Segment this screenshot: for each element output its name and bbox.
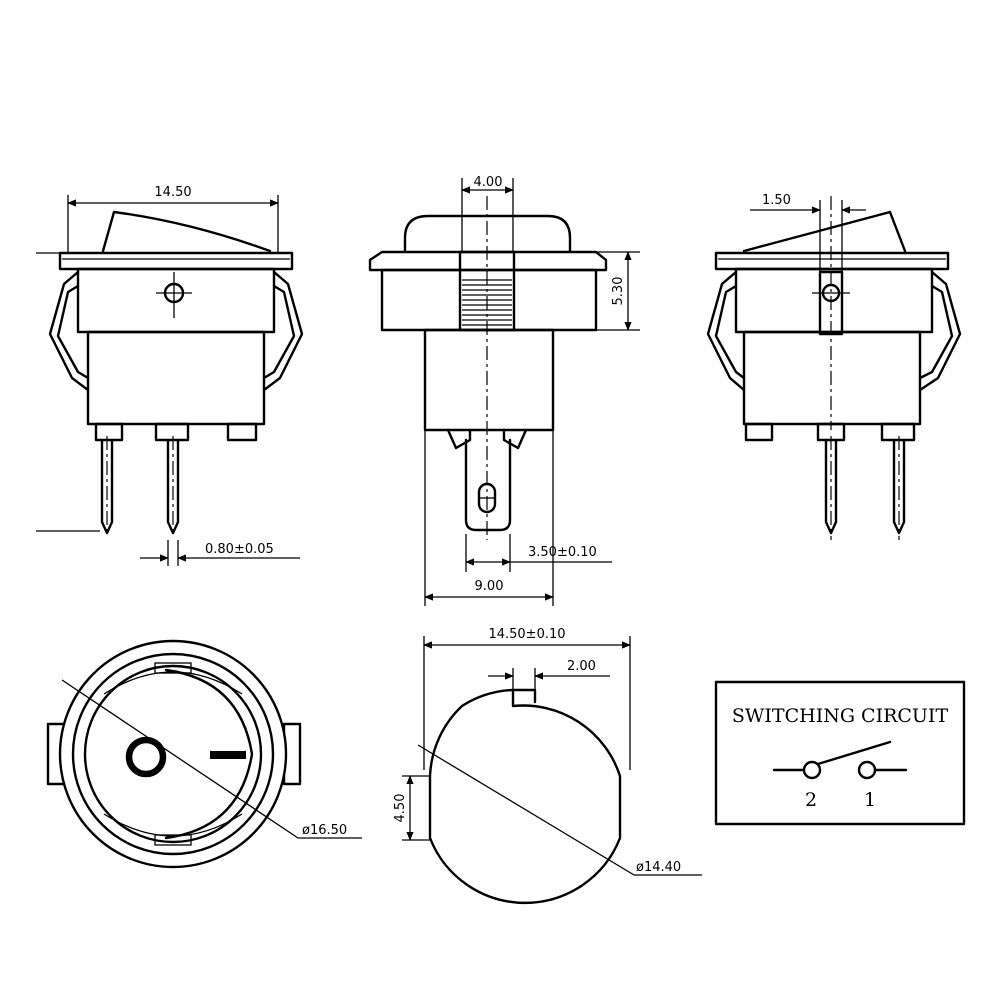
on-symbol-icon: [210, 751, 246, 759]
right-pin-left: [824, 438, 838, 535]
right-flange: [714, 251, 950, 271]
dim-cutout-diameter: ø14.40: [636, 860, 681, 875]
dim-base-width: 9.00: [475, 579, 504, 594]
side-flange: [368, 250, 608, 272]
dim-cutout-width: 14.50±0.10: [488, 627, 565, 642]
cutout-outline: [428, 688, 622, 905]
circuit-frame: [714, 680, 966, 826]
off-symbol-icon: [125, 736, 167, 778]
front-pin-right: [166, 438, 180, 535]
dim-right-offset: 1.50: [762, 193, 791, 208]
dim-bezel-diameter: ø16.50: [302, 823, 347, 838]
circuit-title: SWITCHING CIRCUIT: [732, 705, 949, 727]
right-lower-body: [742, 330, 922, 426]
front-clip-right: [262, 270, 304, 392]
front-flange: [58, 251, 294, 271]
dim-tab-width: 3.50±0.10: [528, 545, 597, 560]
dim-side-height: 5.30: [611, 277, 626, 306]
terminal-1-label: 1: [864, 789, 876, 811]
front-pin-left: [100, 438, 114, 535]
dim-key-width: 2.00: [567, 659, 596, 674]
front-upper-body: [76, 267, 276, 334]
right-rocker: [742, 210, 907, 253]
panel-cutout-view: ø14.40 14.50±0.10 2.00 4.50: [393, 627, 702, 905]
front-view: 14.50 0.80±0.05: [36, 185, 304, 566]
side-tab-terminal: [464, 438, 512, 532]
dim-front-width: 14.50: [154, 185, 191, 200]
front-lower-body: [86, 330, 266, 426]
front-rocker: [101, 210, 272, 253]
dim-flat-height: 4.50: [393, 794, 408, 823]
front-clip-left: [48, 270, 90, 392]
right-view: 1.50: [706, 193, 962, 540]
switching-circuit-box: SWITCHING CIRCUIT 2 1: [714, 680, 966, 826]
side-rocker: [403, 214, 572, 254]
side-lower-body: [423, 328, 555, 432]
top-view: ø16.50: [46, 639, 362, 869]
terminal-2-label: 2: [805, 789, 817, 811]
dim-pin-width: 0.80±0.05: [205, 542, 274, 557]
right-pin-right: [892, 438, 906, 535]
switch-contact-arm: [816, 740, 892, 766]
side-view: 4.00 5.30 3.50±0.10 9.00: [368, 175, 640, 606]
dim-lever-width: 4.00: [474, 175, 503, 190]
